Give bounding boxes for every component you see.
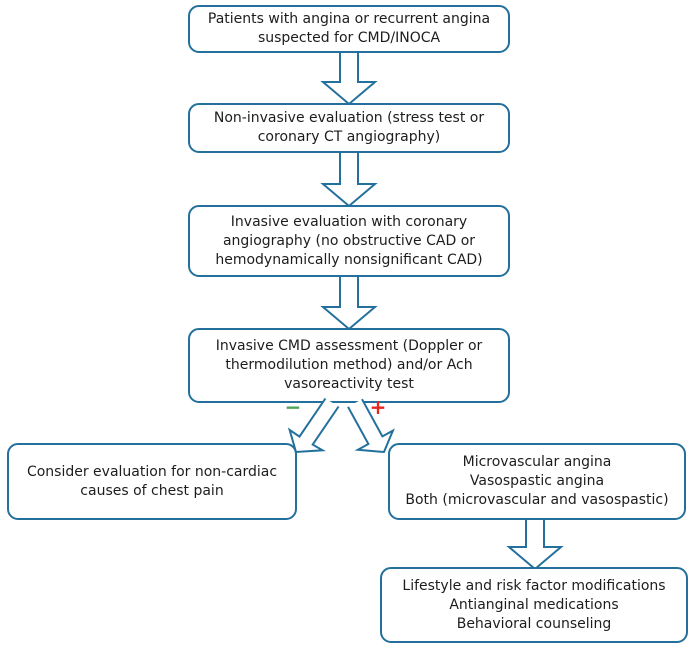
box-text-line: Behavioral counseling: [456, 615, 612, 632]
box-text-line: coronary CT angiography): [257, 129, 441, 145]
box-text-line: Lifestyle and risk factor modifications: [402, 577, 666, 594]
box-text-line: causes of chest pain: [80, 482, 224, 499]
box-text-line: Both (microvascular and vasospastic): [405, 492, 669, 508]
box-noninvasive-evaluation: Non-invasive evaluation (stress test or …: [188, 103, 510, 153]
positive-branch-arrow: [347, 398, 395, 454]
box-text-line: Consider evaluation for non-cardiac: [26, 463, 278, 480]
box-text-line: angiography (no obstructive CAD or: [222, 232, 476, 249]
box-text-line: Non-invasive evaluation (stress test or: [213, 110, 485, 126]
box-text-line: Patients with angina or recurrent angina: [207, 11, 491, 27]
box-cmd-assessment: Invasive CMD assessment (Doppler or ther…: [188, 328, 510, 403]
box-treatment: Lifestyle and risk factor modifications …: [380, 567, 688, 643]
box-text-line: vasoreactivity test: [284, 376, 414, 392]
positive-result-label: +: [369, 395, 387, 419]
box-text-line: Antianginal medications: [449, 596, 619, 613]
negative-branch-arrow: [287, 397, 340, 454]
box-text-line: Invasive evaluation with coronary: [230, 213, 468, 230]
box-text-line: hemodynamically nonsignificant CAD): [215, 251, 483, 268]
box-text-line: Microvascular angina: [462, 454, 612, 470]
box-text-line: Invasive CMD assessment (Doppler or: [215, 338, 483, 354]
box-text-line: Vasospastic angina: [469, 473, 605, 489]
box-noncardiac-causes: Consider evaluation for non-cardiac caus…: [7, 443, 297, 520]
negative-result-label: −: [284, 395, 302, 419]
box-angina-diagnosis: Microvascular angina Vasospastic angina …: [388, 443, 686, 520]
box-invasive-angiography: Invasive evaluation with coronary angiog…: [188, 205, 510, 277]
box-text-line: thermodilution method) and/or Ach: [225, 357, 473, 373]
box-text-line: suspected for CMD/INOCA: [257, 30, 441, 46]
box-patients: Patients with angina or recurrent angina…: [188, 5, 510, 53]
